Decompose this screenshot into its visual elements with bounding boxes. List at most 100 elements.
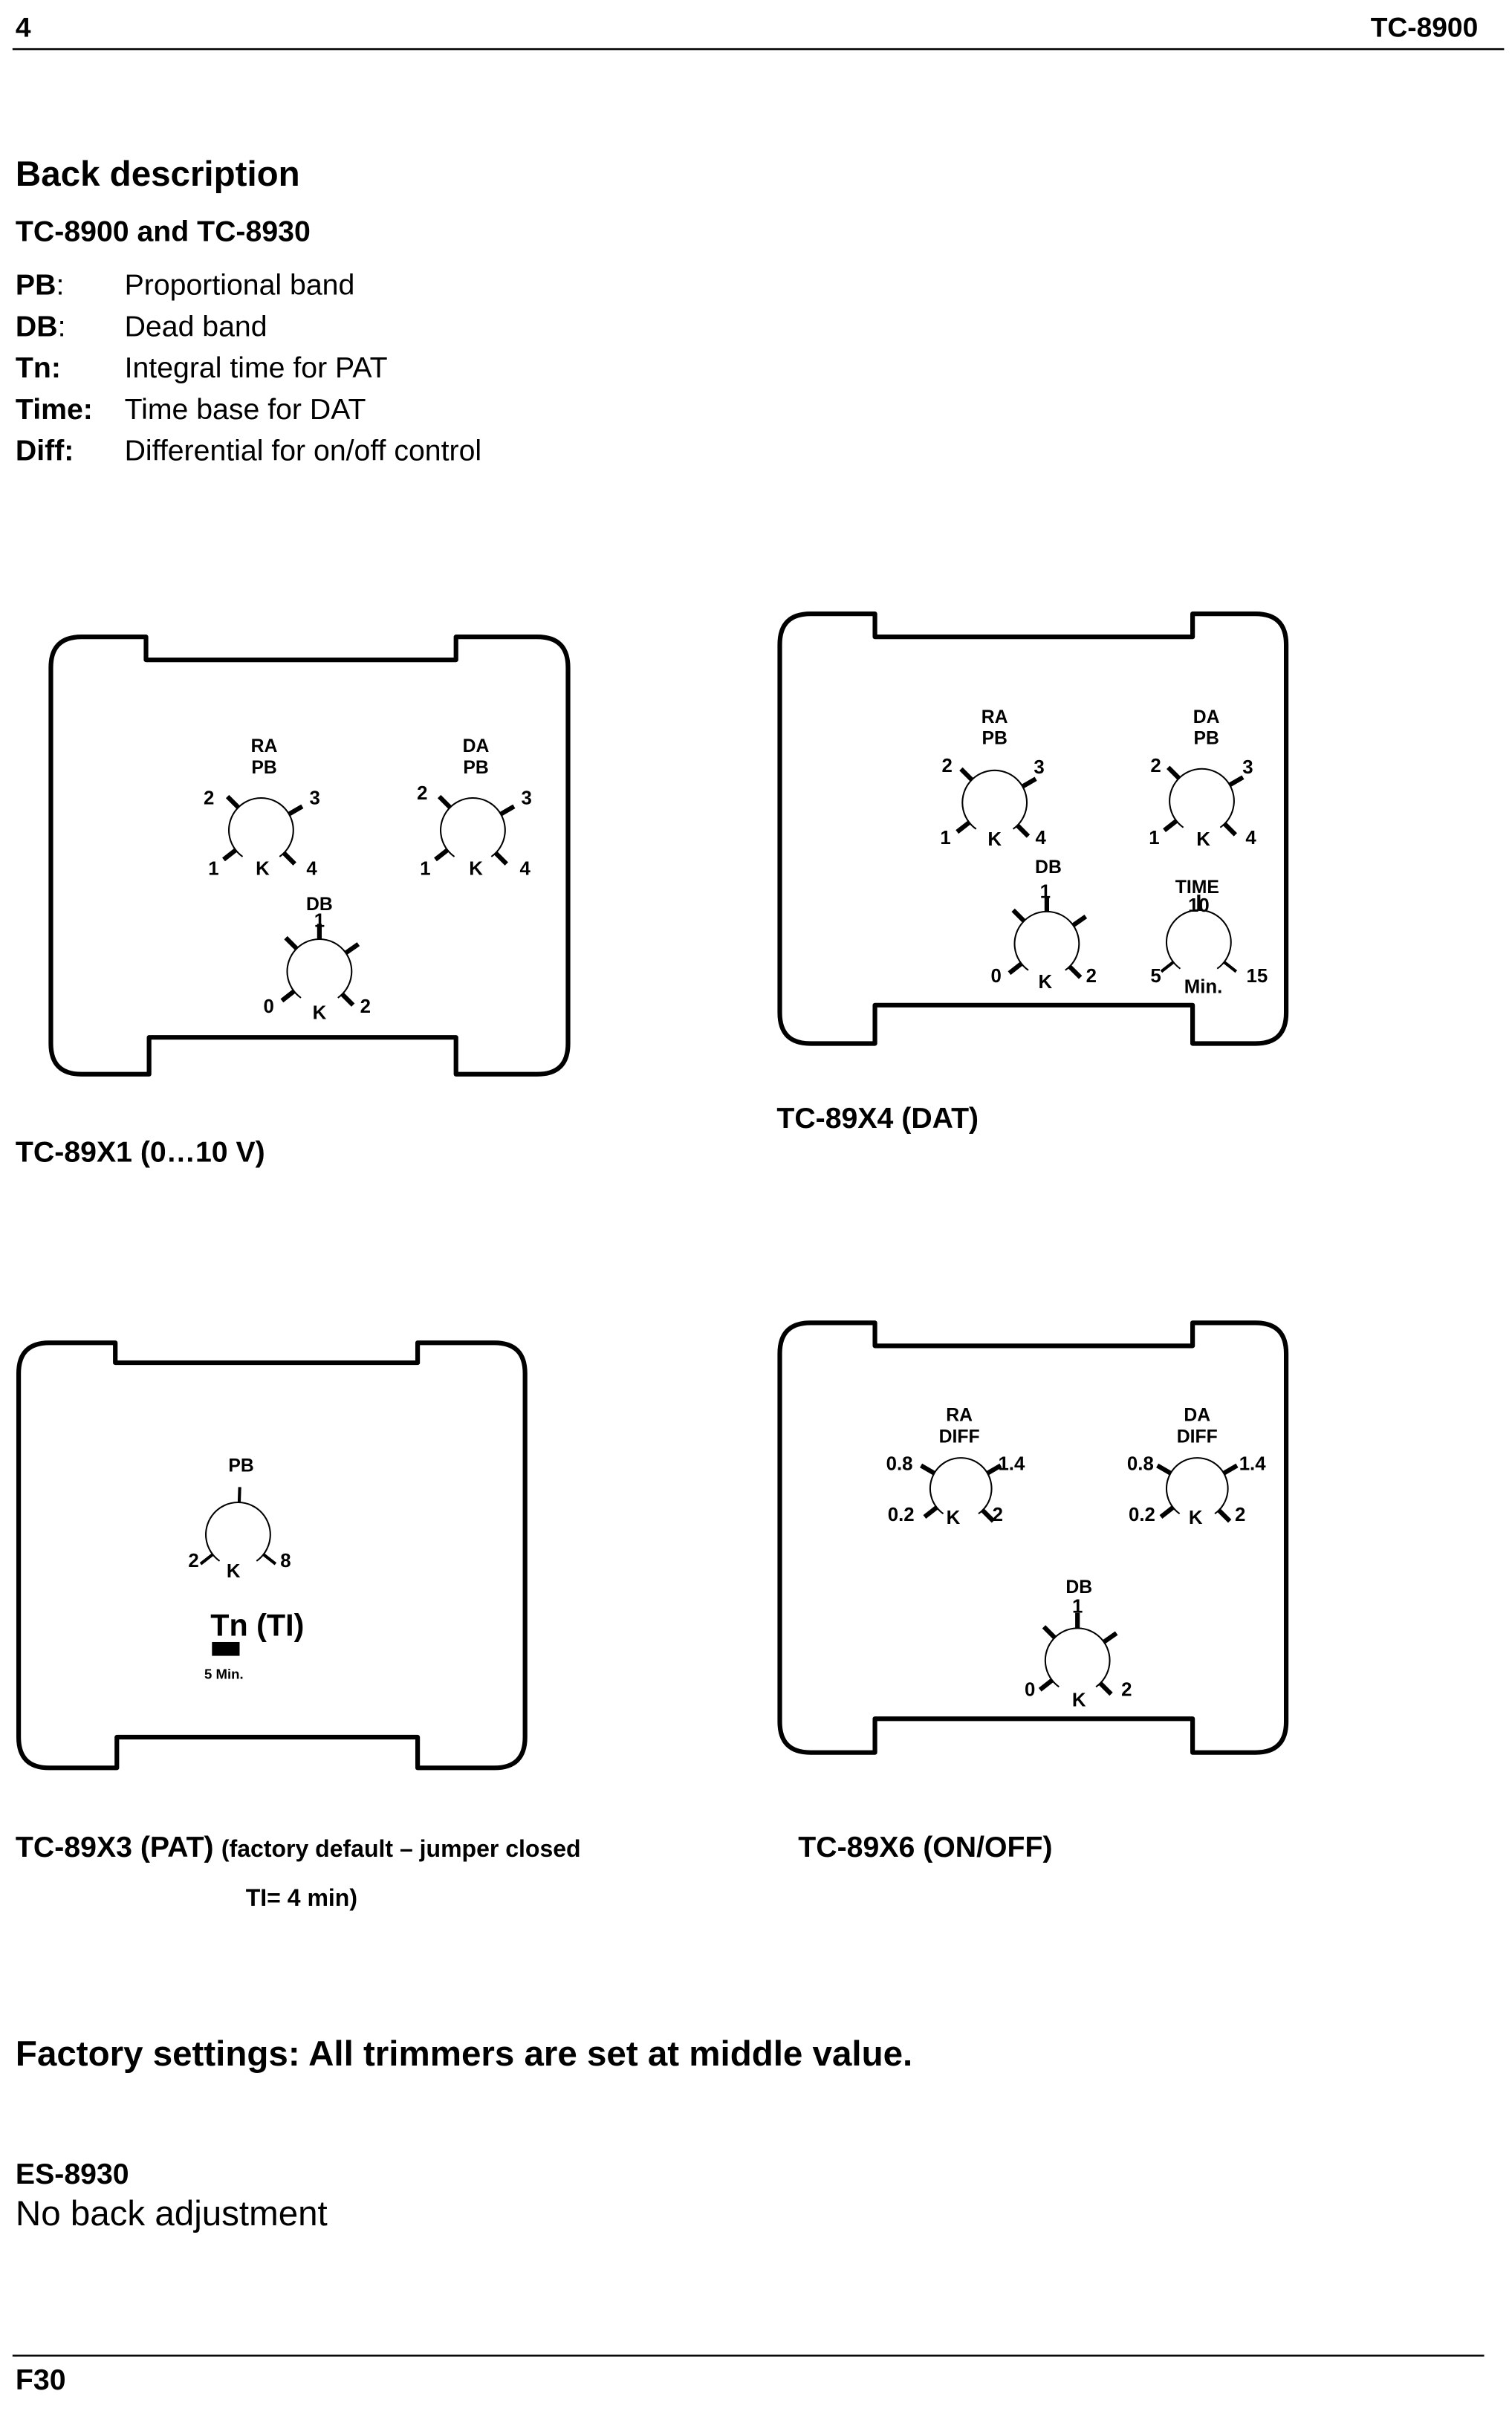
dial-k-label: K [947, 1508, 961, 1528]
dial-tick [1156, 1463, 1172, 1476]
dial-tick-label: 3 [522, 788, 532, 808]
definition-term: PB: [16, 269, 64, 302]
ra-pb-trimmer [955, 767, 1037, 838]
dial-label: DB [1065, 1577, 1092, 1597]
dial-tick [262, 1553, 277, 1566]
panel-outline [16, 1340, 528, 1771]
dial-k-label: K [1196, 829, 1210, 850]
dial-tick-label: 2 [204, 788, 214, 808]
definition-desc: Dead band [125, 310, 267, 343]
dial-tick [1071, 914, 1088, 927]
dial-tick [493, 851, 508, 866]
dial-tick-label: 0 [264, 996, 274, 1017]
section-title: Back description [16, 155, 300, 194]
dial-k-label: K [227, 1561, 241, 1582]
caption-tc89x3: TC-89X3 (PAT)(factory default – jumper c… [16, 1831, 581, 1863]
dial-tick [1222, 822, 1237, 837]
dial-tick [920, 1463, 936, 1476]
dial-tick [1163, 819, 1178, 832]
dial-tick [280, 989, 296, 1003]
factory-settings-note: Factory settings: All trimmers are set a… [16, 2034, 912, 2074]
dial-tick-label: 4 [1035, 828, 1046, 849]
dial-label: DA [1193, 707, 1220, 727]
dial-tick-label: 2 [360, 996, 371, 1017]
dial-tick [1011, 908, 1026, 923]
dial-k-label: K [987, 829, 1002, 850]
panel-tc89x6: RA DIFF 0.8 1.4 0.2 K 2 DA DIFF 0.8 1.4 … [777, 1320, 1289, 1755]
dial-label: DIFF [1177, 1427, 1218, 1447]
dial-tick [1159, 1505, 1175, 1519]
dial-arc [1166, 1457, 1229, 1515]
footer-page-code: F30 [16, 2364, 66, 2396]
panel-outline [777, 611, 1289, 1046]
dial-tick [499, 804, 516, 817]
dial-tick-label: 10 [1188, 895, 1210, 916]
dial-tick-label: 1 [1040, 881, 1051, 902]
dial-tick-label: 4 [519, 858, 531, 879]
dial-label: PB [251, 758, 276, 778]
dial-tick [1038, 1678, 1054, 1692]
dial-arc [1165, 909, 1232, 970]
dial-tick [284, 935, 299, 950]
dial-label: PB [228, 1456, 253, 1476]
dial-tick-label: 3 [1034, 757, 1044, 778]
dial-tick [340, 992, 355, 1007]
da-pb-trimmer [1163, 765, 1245, 837]
panel-tc89x3: PB 2 K 8 Tn (TI) 5 Min. [16, 1340, 528, 1771]
dial-tick [1042, 1625, 1057, 1640]
da-pb-trimmer [434, 794, 516, 866]
dial-tick [1008, 961, 1023, 976]
dial-tick-label: 1 [420, 858, 430, 879]
dial-tick-label: 2 [1086, 966, 1097, 987]
dial-tick-label: 1 [940, 828, 950, 849]
dial-arc [1169, 768, 1235, 828]
dial-tick [955, 820, 971, 834]
da-diff-trimmer [1156, 1457, 1239, 1523]
panel-outline [777, 1320, 1289, 1755]
dial-tick-label: 2 [993, 1505, 1003, 1525]
dial-tick [1228, 775, 1245, 788]
dial-label: DB [1035, 857, 1062, 877]
panel-tc89x4: RA PB 2 3 1 K 4 DA PB 2 3 1 K 4 DB 1 0 K… [777, 611, 1289, 1046]
dial-tick [1223, 961, 1238, 973]
ra-pb-trimmer [222, 794, 304, 866]
dial-arc [929, 1457, 993, 1515]
dial-label: DIFF [939, 1427, 980, 1447]
dial-tick [1167, 765, 1181, 780]
dial-k-label: K [256, 858, 270, 879]
dial-tick-label: 8 [280, 1551, 291, 1571]
caption-tc89x6: TC-89X6 (ON/OFF) [798, 1831, 1052, 1863]
dial-arc [205, 1502, 271, 1562]
dial-tick [986, 1463, 1002, 1476]
dial-unit-label: Min. [1184, 976, 1223, 997]
dial-tick-label: 0.8 [886, 1454, 913, 1475]
definition-term: Tn: [16, 351, 61, 384]
db-trimmer [1008, 896, 1088, 979]
dial-tick-label: 2 [941, 756, 952, 776]
es-text: No back adjustment [16, 2194, 328, 2233]
dial-tick-label: 1 [314, 910, 325, 931]
dial-label: RA [946, 1406, 973, 1426]
dial-tick [237, 1487, 241, 1503]
subtitle: TC-8900 and TC-8930 [16, 215, 311, 247]
dial-label: DA [1184, 1406, 1210, 1426]
dial-arc [961, 769, 1028, 830]
dial-label: TIME [1175, 877, 1219, 898]
dial-tick [288, 804, 304, 817]
dial-tick [344, 942, 360, 956]
dial-tick [434, 848, 450, 862]
dial-tick [1160, 961, 1175, 973]
dial-tick [437, 794, 452, 809]
pb-trimmer [199, 1487, 277, 1566]
dial-label: PB [463, 758, 488, 778]
dial-tick-label: 1 [1149, 828, 1159, 849]
dial-tick-label: 5 [1150, 966, 1161, 987]
dial-tick-label: 2 [1235, 1505, 1245, 1525]
dial-tick-label: 1.4 [1239, 1454, 1267, 1475]
definition-desc: Integral time for PAT [125, 351, 388, 384]
dial-tick [1016, 823, 1031, 838]
dial-arc [1013, 910, 1080, 971]
dial-tick [1021, 776, 1037, 789]
dial-tick [1102, 1631, 1118, 1644]
dial-k-label: K [1039, 972, 1053, 993]
